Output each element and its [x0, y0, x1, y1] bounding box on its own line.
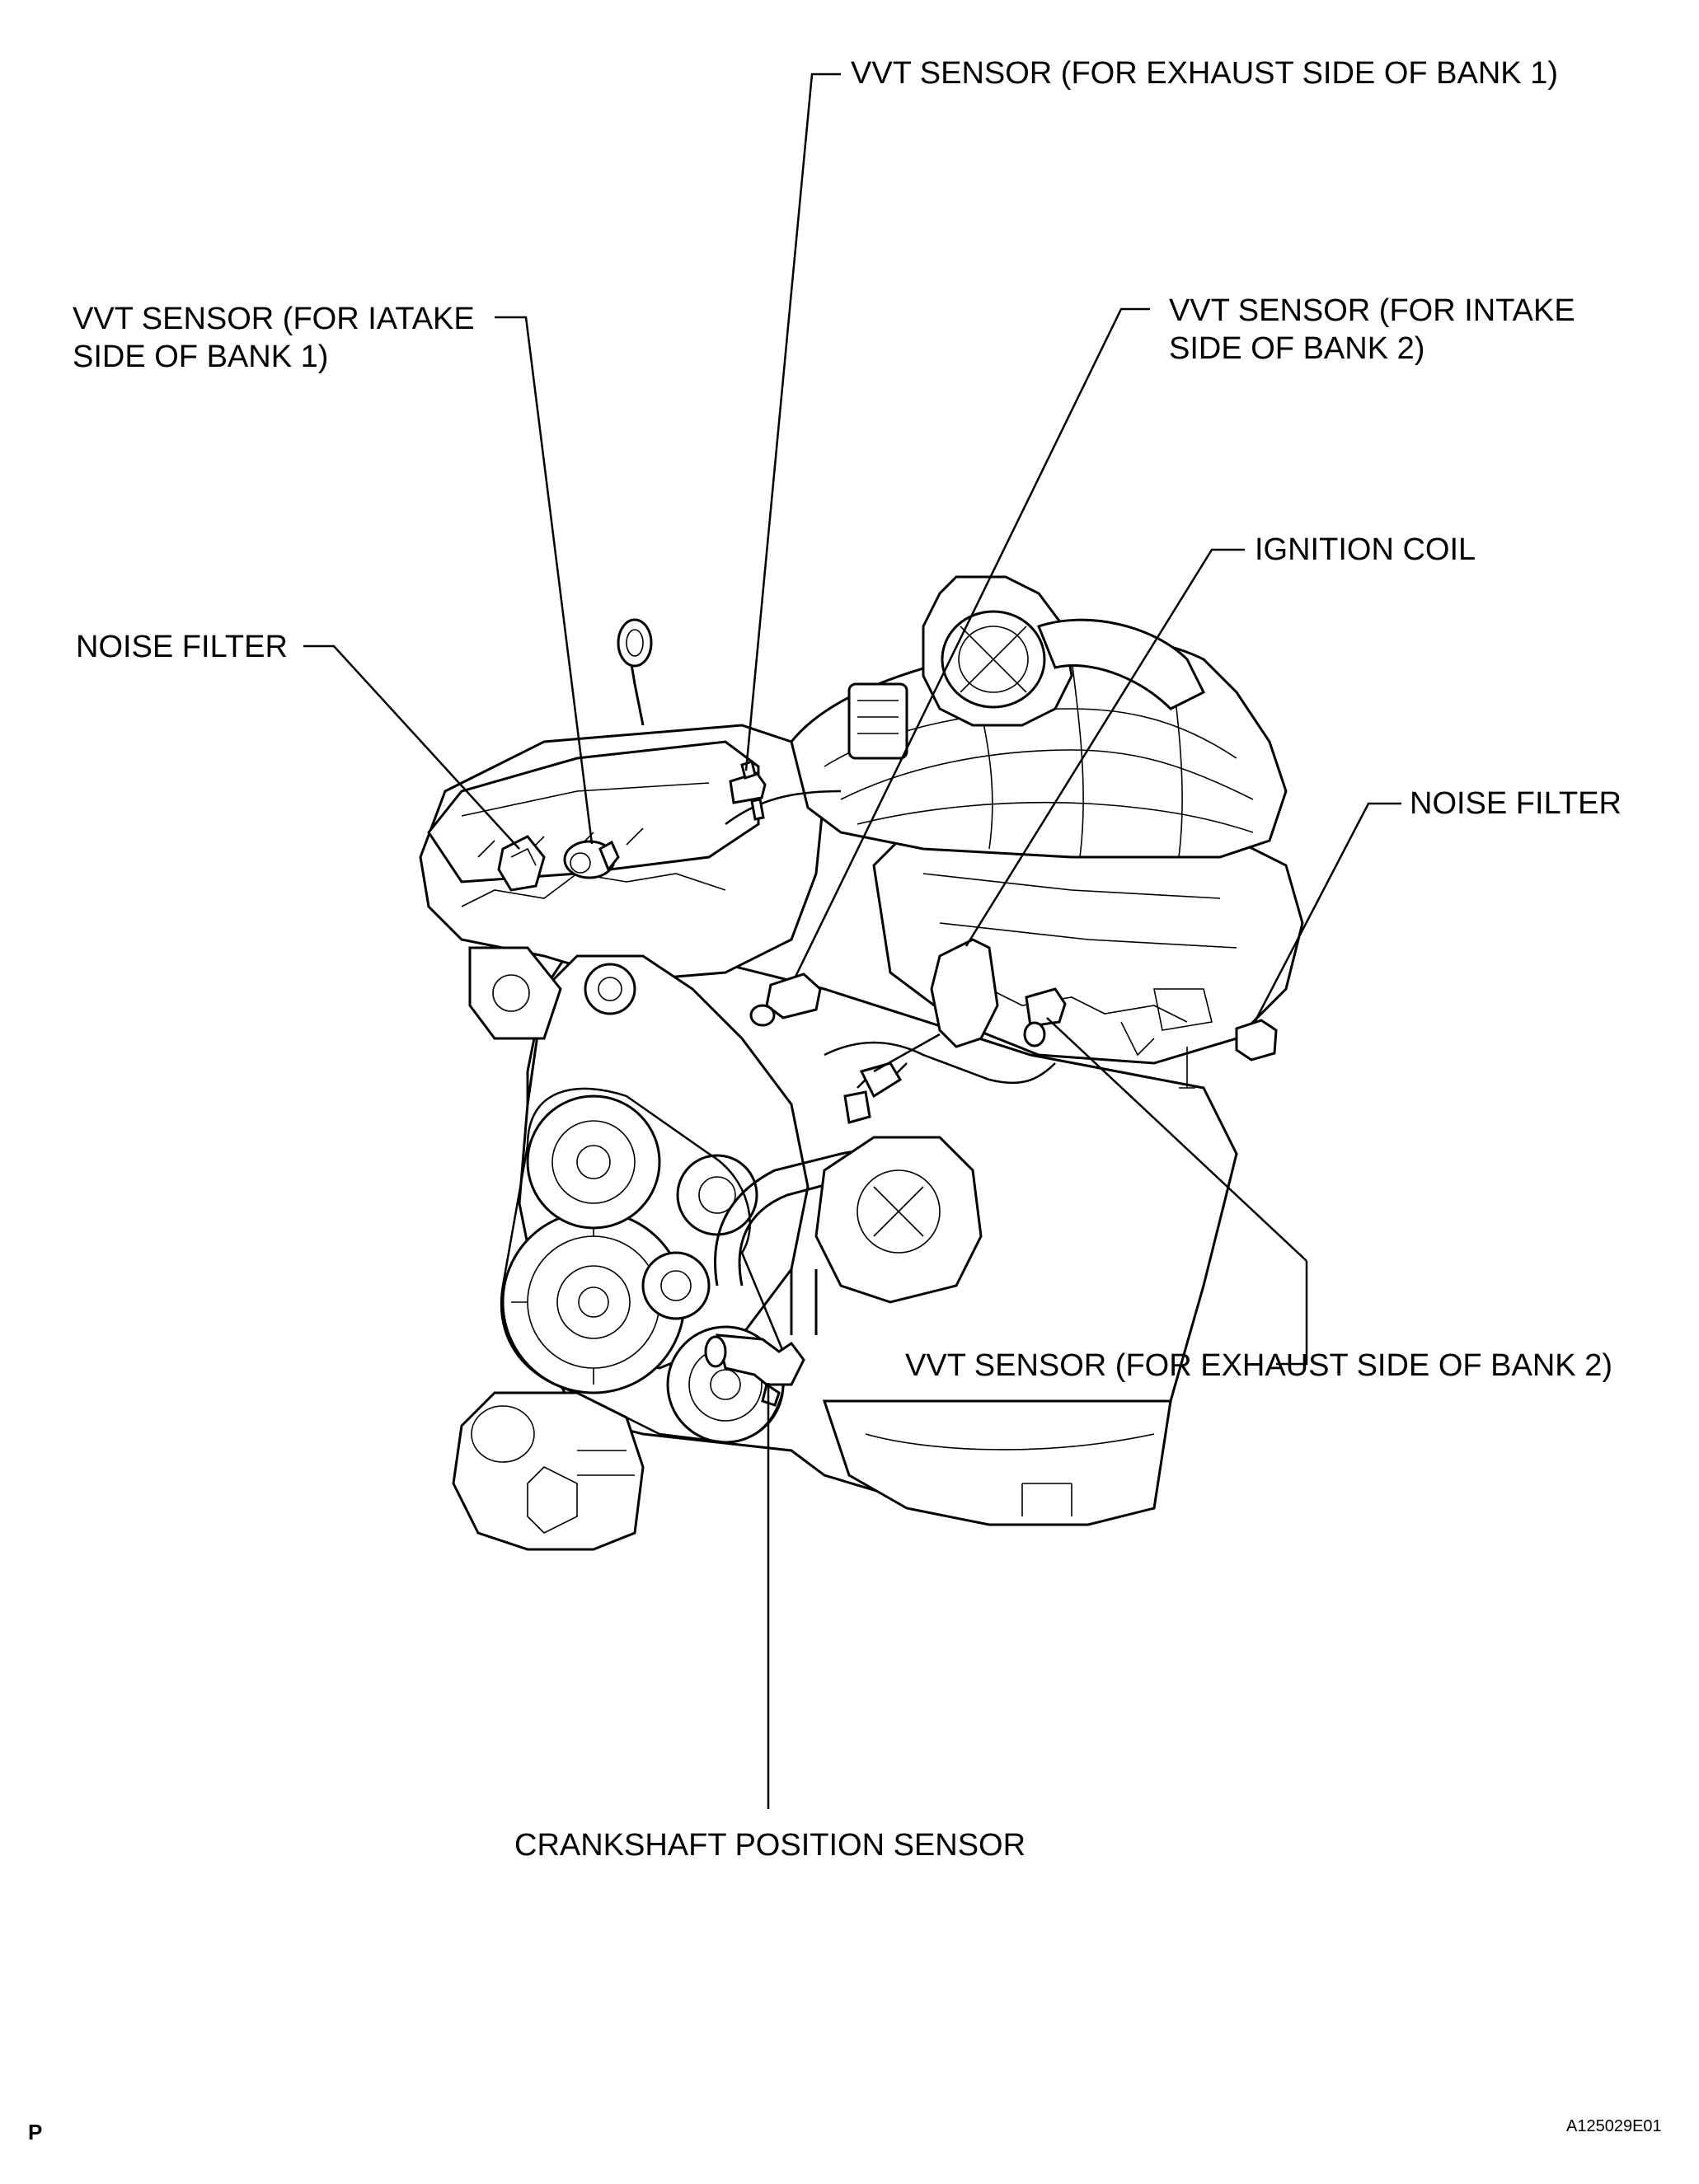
leader-ignition-coil	[964, 548, 1245, 947]
leader-lines	[303, 73, 1401, 1809]
leader-noise-filter-left	[303, 644, 520, 850]
label-vvt-sensor-exhaust-bank1: VVT SENSOR (FOR EXHAUST SIDE OF BANK 1)	[851, 56, 1558, 91]
label-vvt-sensor-intake-bank1: VVT SENSOR (FOR IATAKE SIDE OF BANK 1)	[73, 302, 475, 374]
label-vvt-sensor-exhaust-bank2: VVT SENSOR (FOR EXHAUST SIDE OF BANK 2)	[905, 1348, 1612, 1383]
vvt-sensor-exhaust-bank2-part	[1023, 987, 1067, 1047]
label-ignition-coil: IGNITION COIL	[1255, 532, 1476, 567]
label-noise-filter-left: NOISE FILTER	[76, 630, 288, 664]
leader-vvt-intake-bank2	[794, 307, 1150, 977]
leader-noise-filter-right	[1253, 802, 1401, 1023]
leader-vvt-intake-bank1	[495, 316, 594, 845]
label-noise-filter-right: NOISE FILTER	[1410, 786, 1622, 821]
label-crankshaft-position-sensor: CRANKSHAFT POSITION SENSOR	[514, 1828, 1026, 1863]
crankshaft-position-sensor-part	[704, 1333, 805, 1407]
noise-filter-right-part	[1235, 1019, 1278, 1062]
noise-filter-left-part	[497, 835, 546, 892]
vvt-sensor-intake-bank2-part	[749, 972, 822, 1027]
label-vvt-sensor-intake-bank2: VVT SENSOR (FOR INTAKE SIDE OF BANK 2)	[1169, 293, 1575, 366]
leader-vvt-exhaust-bank1	[744, 73, 841, 771]
ignition-coil-part	[843, 938, 999, 1124]
corner-mark: P	[28, 2120, 43, 2144]
figure-code: A125029E01	[1566, 2117, 1662, 2135]
engine-block	[419, 575, 1304, 1551]
leader-vvt-exhaust-bank2-line	[1046, 1017, 1307, 1262]
leader-vvt-exhaust-bank2	[1276, 1261, 1308, 1366]
vvt-sensor-intake-bank1-part	[563, 840, 620, 879]
vvt-sensor-exhaust-bank1-part	[729, 760, 767, 821]
